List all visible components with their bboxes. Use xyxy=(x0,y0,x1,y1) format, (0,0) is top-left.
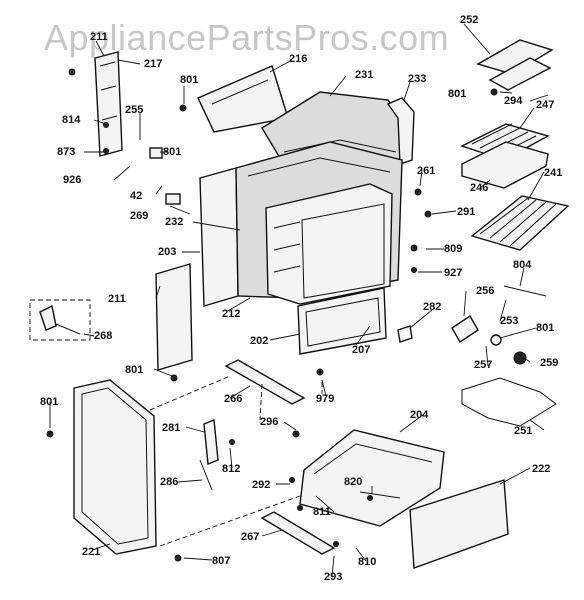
label-282: 282 xyxy=(423,301,441,313)
part-oven-liner xyxy=(265,183,393,305)
label-801-a: 801 xyxy=(180,74,198,86)
label-267: 267 xyxy=(241,531,259,543)
screw-icon xyxy=(46,430,54,438)
part-233-bracket xyxy=(386,97,415,165)
label-233: 233 xyxy=(408,73,426,85)
detail-268-box xyxy=(29,299,91,341)
label-811: 811 xyxy=(313,506,331,518)
label-202: 202 xyxy=(250,335,268,347)
label-268: 268 xyxy=(94,330,112,342)
label-259: 259 xyxy=(540,357,558,369)
label-207: 207 xyxy=(352,344,370,356)
guide-lines xyxy=(149,375,323,547)
label-255: 255 xyxy=(125,104,143,116)
part-202-door-frame xyxy=(297,287,387,355)
part-267-rail xyxy=(260,511,336,555)
watermark-text: AppliancePartsPros.com xyxy=(44,17,449,58)
label-801-b: 801 xyxy=(448,88,466,100)
screw-icon xyxy=(68,68,76,76)
label-204: 204 xyxy=(410,409,429,421)
label-266: 266 xyxy=(224,393,242,405)
part-221-outer-door xyxy=(73,379,157,555)
part-804-wire xyxy=(503,285,547,297)
label-979: 979 xyxy=(316,393,334,405)
label-809: 809 xyxy=(444,243,462,255)
label-801-d: 801 xyxy=(536,322,554,334)
label-211-side: 211 xyxy=(108,293,126,305)
label-801-c: 801 xyxy=(163,146,181,158)
label-257: 257 xyxy=(474,359,492,371)
part-203-side-panel xyxy=(199,167,239,307)
label-296: 296 xyxy=(260,416,278,428)
part-281-hinge xyxy=(199,419,219,491)
part-217-side-trim xyxy=(94,51,123,157)
label-261: 261 xyxy=(417,165,435,177)
label-253: 253 xyxy=(500,315,518,327)
label-217: 217 xyxy=(144,58,162,70)
label-810: 810 xyxy=(358,556,376,568)
label-42: 42 xyxy=(130,190,142,202)
part-204-drawer xyxy=(299,429,445,527)
label-251: 251 xyxy=(514,425,532,437)
label-820: 820 xyxy=(344,476,362,488)
label-203: 203 xyxy=(158,246,176,258)
part-259-nut xyxy=(513,351,527,365)
part-251-bake-element xyxy=(461,377,557,427)
label-269: 269 xyxy=(130,210,148,222)
part-246-broiler-pan xyxy=(461,141,549,189)
screw-icon xyxy=(316,368,324,376)
label-814: 814 xyxy=(62,114,81,126)
label-807: 807 xyxy=(212,555,230,567)
screw-icon xyxy=(179,104,187,112)
label-247: 247 xyxy=(536,99,554,111)
label-281: 281 xyxy=(162,422,180,434)
label-294: 294 xyxy=(504,95,523,107)
part-labels: 252 211 217 216 801 231 233 801 294 247 … xyxy=(40,14,562,583)
hardware xyxy=(103,122,432,562)
label-801-f: 801 xyxy=(40,396,58,408)
label-292: 292 xyxy=(252,479,270,491)
label-256: 256 xyxy=(476,285,494,297)
label-246: 246 xyxy=(470,182,488,194)
part-252-broil-element xyxy=(476,39,554,91)
leader-lines xyxy=(49,23,549,577)
screw-icon xyxy=(490,88,498,96)
label-286: 286 xyxy=(160,476,178,488)
label-212: 212 xyxy=(222,308,240,320)
part-211-side-panel xyxy=(155,263,193,371)
label-222: 222 xyxy=(532,463,550,475)
label-291: 291 xyxy=(457,206,475,218)
label-221: 221 xyxy=(82,546,100,558)
label-801-e: 801 xyxy=(125,364,143,376)
part-256-socket xyxy=(451,315,502,346)
label-926: 926 xyxy=(63,174,81,186)
label-211-top: 211 xyxy=(90,31,108,43)
label-812: 812 xyxy=(222,463,240,475)
label-252: 252 xyxy=(460,14,478,26)
label-232: 232 xyxy=(165,216,183,228)
part-282-bulb xyxy=(397,325,413,343)
label-873: 873 xyxy=(57,146,75,158)
label-231: 231 xyxy=(355,69,373,81)
part-241-oven-rack xyxy=(470,195,570,251)
label-927: 927 xyxy=(444,267,462,279)
label-804: 804 xyxy=(513,259,532,271)
label-216: 216 xyxy=(289,53,307,65)
label-293: 293 xyxy=(324,571,342,583)
part-266-rail xyxy=(224,359,306,405)
label-241: 241 xyxy=(544,167,562,179)
part-222-drawer-front xyxy=(409,479,509,569)
